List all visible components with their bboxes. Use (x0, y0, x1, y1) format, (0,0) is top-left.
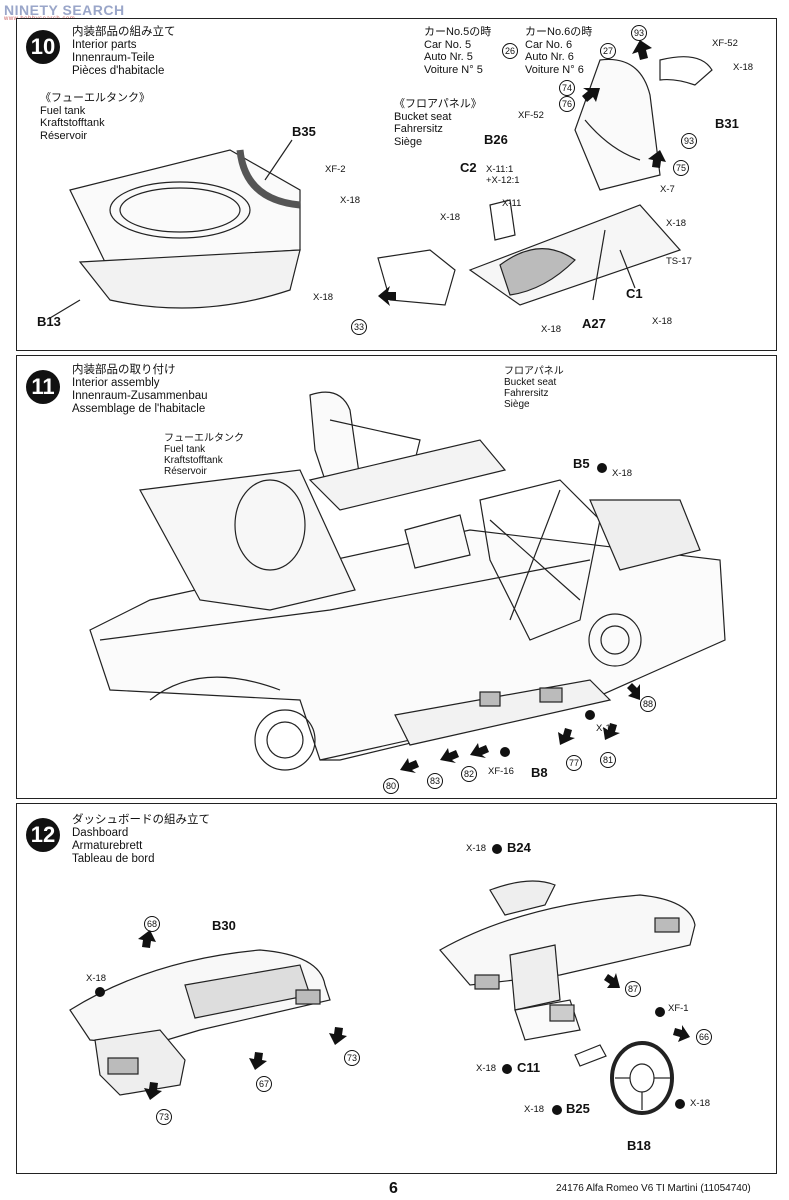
part-b26: B26 (484, 132, 508, 147)
circle-76: 76 (559, 96, 575, 112)
circle-68: 68 (144, 916, 160, 932)
circle-73-a: 73 (344, 1050, 360, 1066)
paint-x18-e: X-18 (666, 218, 687, 229)
paint-x18-a: X-18 (340, 195, 361, 206)
circle-77: 77 (566, 755, 582, 771)
part-c11: C11 (517, 1060, 541, 1075)
circle-33: 33 (351, 319, 367, 335)
paint-ts17: TS-17 (666, 256, 692, 267)
circle-80: 80 (383, 778, 399, 794)
car5-note: カーNo.5の時 Car No. 5 Auto Nr. 5 Voiture N°… (424, 26, 492, 76)
circle-83: 83 (427, 773, 443, 789)
part-b5: B5 (573, 456, 590, 471)
part-b18: B18 (627, 1138, 651, 1153)
paint-x18-11a: X-18 (612, 468, 633, 479)
paint-xf1: XF-1 (668, 1003, 689, 1014)
part-b8: B8 (531, 765, 548, 780)
part-c2: C2 (460, 160, 477, 175)
paint-x18-12a: X-18 (86, 973, 107, 984)
paint-x18-d: X-18 (440, 212, 461, 223)
paint-x18-12d: X-18 (524, 1104, 545, 1115)
step-10-title: 内装部品の組み立て Interior parts Innenraum-Teile… (72, 26, 176, 77)
step-10-number: 10 (26, 30, 60, 64)
part-b25: B25 (566, 1101, 590, 1116)
circle-93-b: 93 (681, 133, 697, 149)
circle-73-b: 73 (156, 1109, 172, 1125)
floor-panel-label-11: フロアパネル Bucket seat Fahrersitz Siège (504, 366, 564, 410)
paint-x7: X-7 (660, 184, 675, 195)
car6-note: カーNo.6の時 Car No. 6 Auto Nr. 6 Voiture N°… (525, 26, 593, 76)
circle-75: 75 (673, 160, 689, 176)
car6-step-circle: 27 (600, 43, 616, 59)
part-a27: A27 (582, 316, 606, 331)
circle-93-a: 93 (631, 25, 647, 41)
fuel-tank-label-11: フューエルタンク Fuel tank Kraftstofftank Réserv… (164, 433, 244, 477)
paint-x11-x12: X-11:1 +X-12:1 (486, 164, 520, 186)
car5-step-circle: 26 (502, 43, 518, 59)
paint-x18-11b: X-18 (596, 723, 617, 734)
paint-x18-f: X-18 (652, 316, 673, 327)
paint-x18-12b: X-18 (466, 843, 487, 854)
circle-74: 74 (559, 80, 575, 96)
part-b30: B30 (212, 918, 236, 933)
floor-panel-label: 《フロアパネル》 Bucket seat Fahrersitz Siège (394, 98, 482, 148)
circle-81: 81 (600, 752, 616, 768)
fuel-tank-label: 《フューエルタンク》 Fuel tank Kraftstofftank Rése… (40, 92, 150, 142)
circle-88: 88 (640, 696, 656, 712)
circle-82: 82 (461, 766, 477, 782)
footer-product: 24176 Alfa Romeo V6 TI Martini (11054740… (556, 1183, 751, 1194)
paint-xf52-b: XF-52 (712, 38, 738, 49)
paint-xf52-a: XF-52 (518, 110, 544, 121)
part-c1: C1 (626, 286, 643, 301)
paint-x18-b: X-18 (313, 292, 334, 303)
paint-xf2: XF-2 (325, 164, 346, 175)
paint-x18-c: X-18 (733, 62, 754, 73)
part-b31: B31 (715, 116, 739, 131)
part-b13: B13 (37, 314, 61, 329)
paint-x11: X-11 (502, 198, 522, 209)
paint-xf16: XF-16 (488, 766, 514, 777)
step-12-title: ダッシュボードの組み立て Dashboard Armaturebrett Tab… (72, 814, 210, 865)
paint-x18-g: X-18 (541, 324, 562, 335)
step-11-number: 11 (26, 370, 60, 404)
circle-87: 87 (625, 981, 641, 997)
step-12-number: 12 (26, 818, 60, 852)
part-b24: B24 (507, 840, 531, 855)
paint-x18-12e: X-18 (690, 1098, 711, 1109)
part-b35: B35 (292, 124, 316, 139)
page-number: 6 (389, 1180, 398, 1197)
circle-67: 67 (256, 1076, 272, 1092)
step-11-title: 内装部品の取り付け Interior assembly Innenraum-Zu… (72, 364, 208, 415)
circle-66: 66 (696, 1029, 712, 1045)
paint-x18-12c: X-18 (476, 1063, 497, 1074)
